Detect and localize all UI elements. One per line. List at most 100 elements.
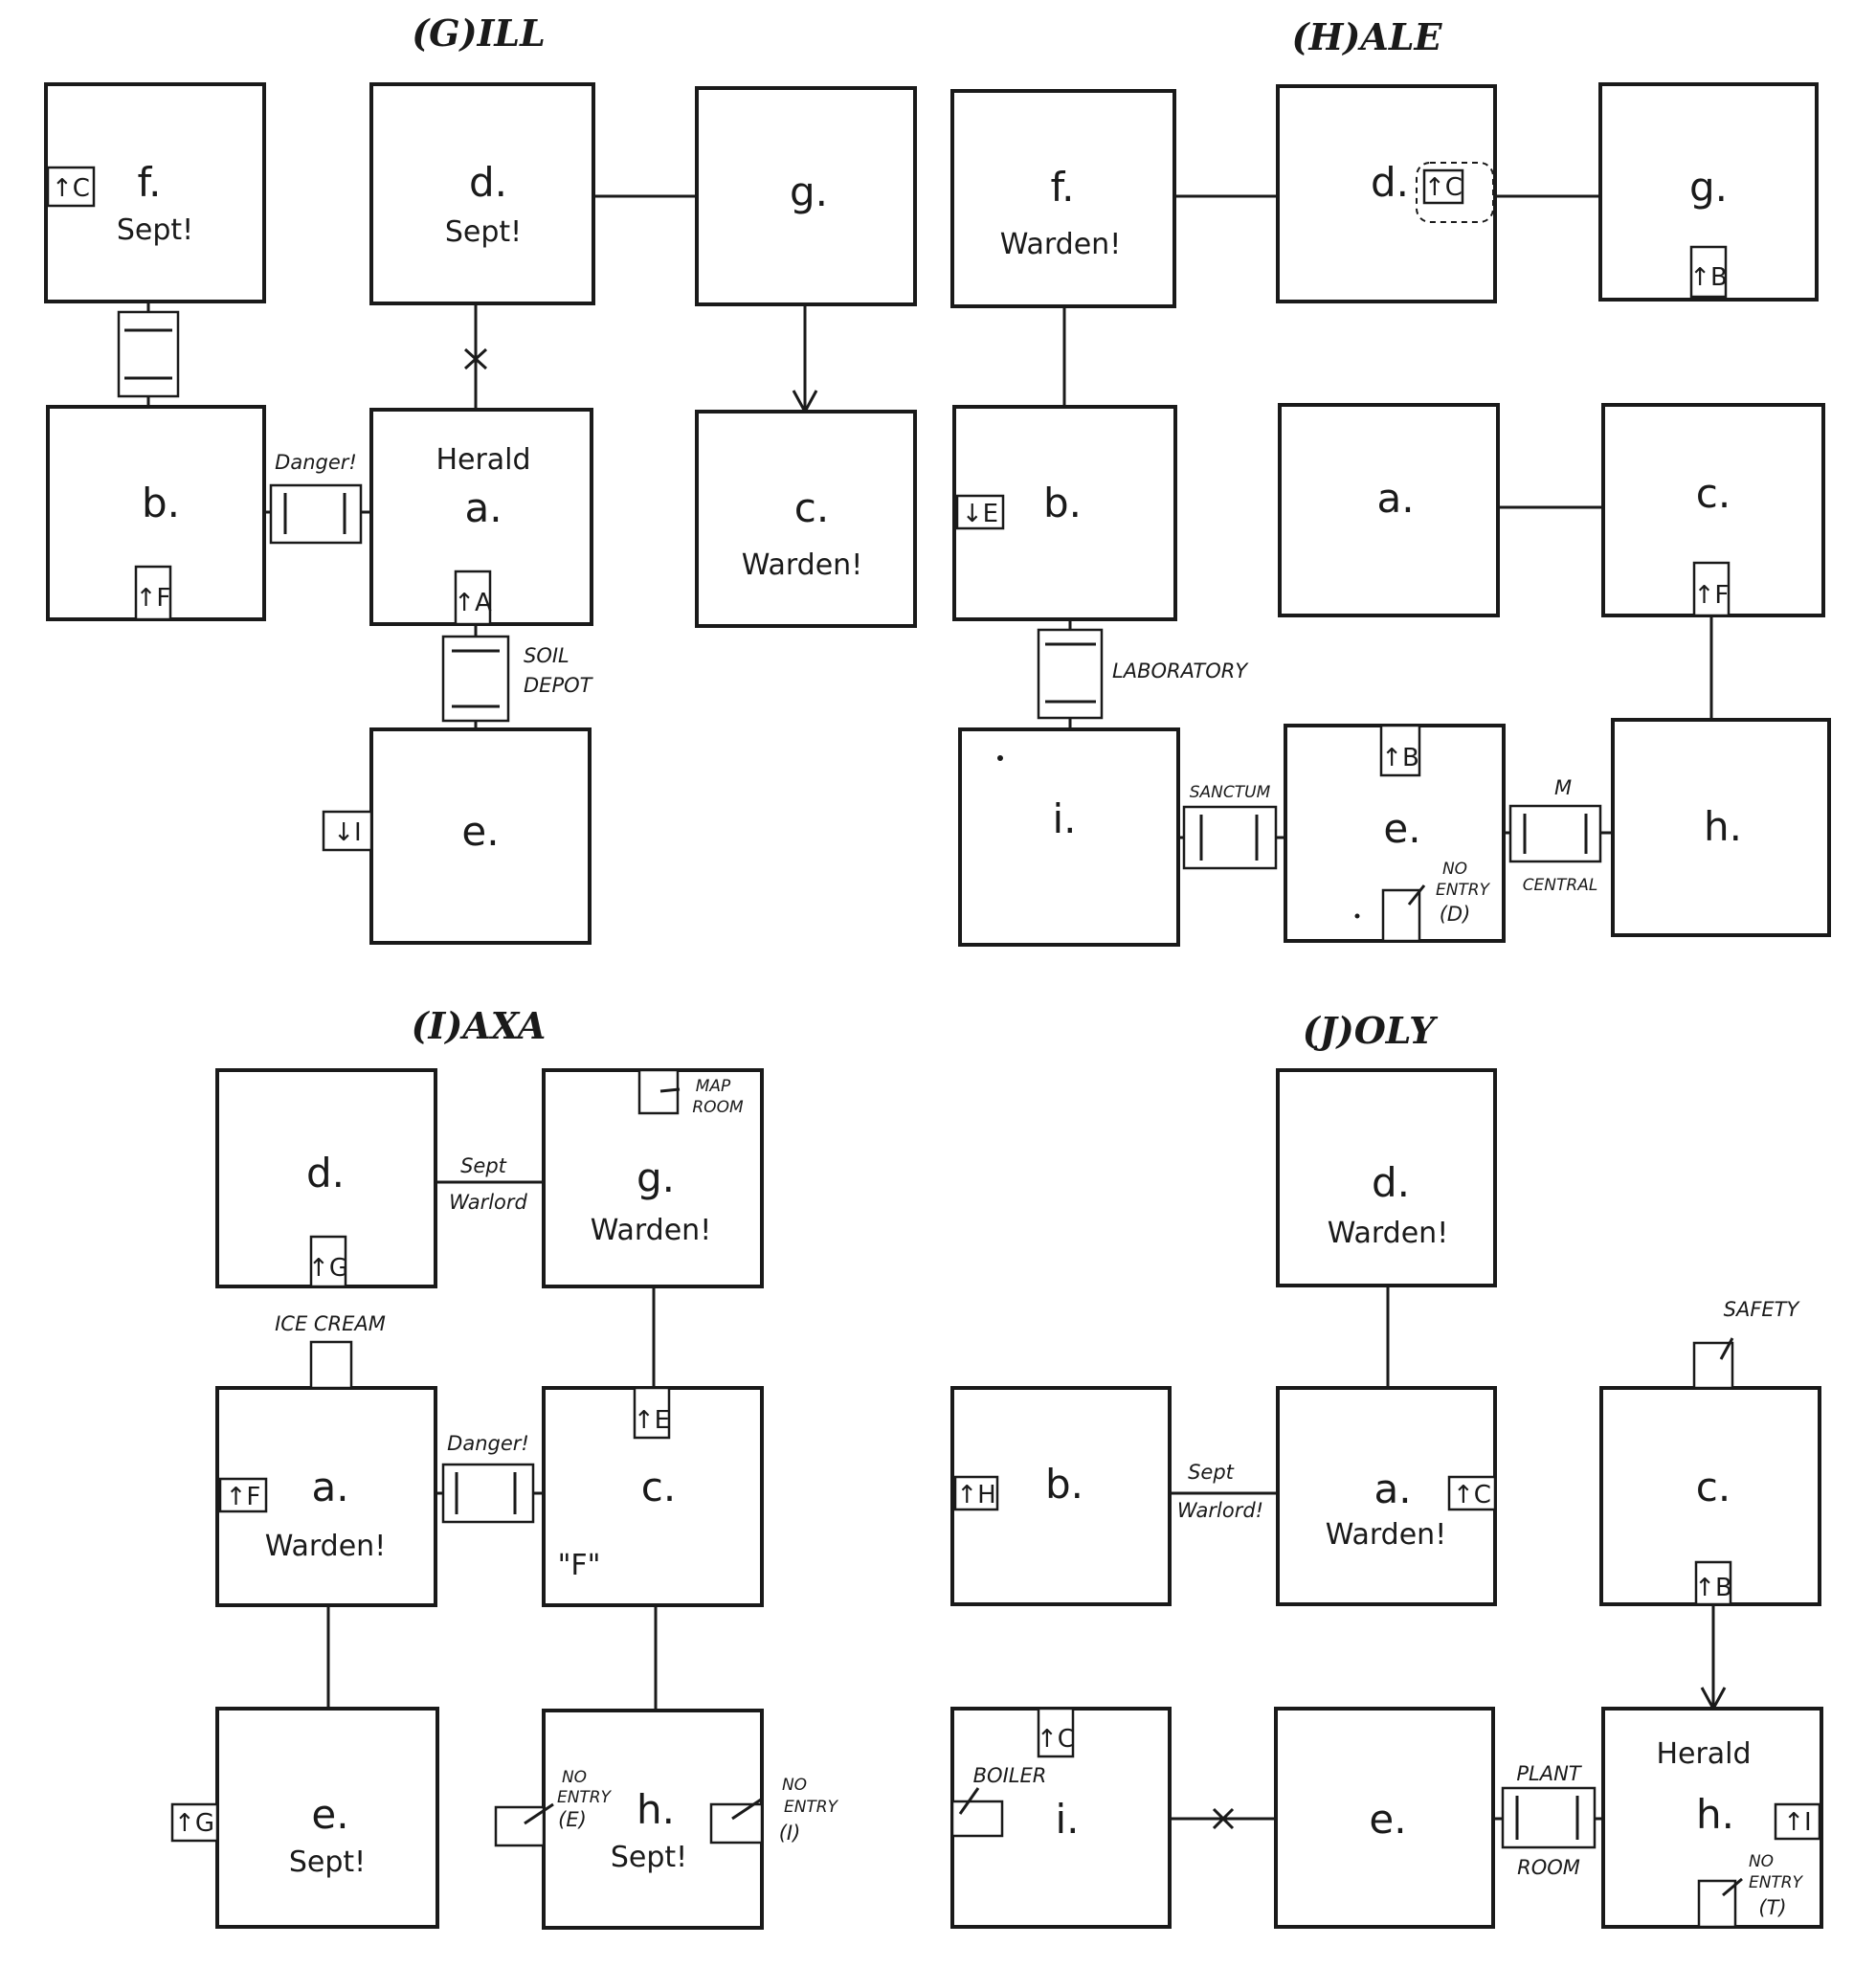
room-a	[1278, 403, 1500, 617]
room-c-note: "F"	[558, 1549, 601, 1582]
stair-tag-box	[1422, 168, 1464, 205]
room-c-letter: c.	[794, 484, 829, 531]
no-entry-label: NO	[1749, 1852, 1774, 1871]
room-a-letter: a.	[1376, 475, 1414, 522]
stair-tag-box	[1689, 245, 1728, 299]
room-e-letter: e.	[461, 808, 499, 855]
no-entry-door-i	[709, 1802, 764, 1845]
room-h	[1611, 718, 1831, 937]
room-i-stair-tag: ↑C	[1037, 1725, 1075, 1754]
pointer-line	[731, 1798, 762, 1821]
safety-label: SAFETY	[1724, 1298, 1801, 1321]
map-title: (G)ILL	[412, 11, 546, 55]
map-iaxa: (I)AXA d. ↑G MAP ROOM g. Warden! Sept Wa…	[170, 1004, 839, 1930]
central-label: CENTRAL	[1523, 876, 1598, 895]
room-a-note: Herald	[436, 443, 530, 477]
pointer-line	[958, 1787, 980, 1815]
room-c-letter: c.	[1696, 1464, 1731, 1510]
room-f-letter: f.	[1050, 164, 1074, 211]
map-title: (I)AXA	[412, 1004, 547, 1047]
stair-tag-box	[1774, 1802, 1821, 1841]
no-entry-label: NO	[562, 1768, 587, 1787]
room-f-stair-tag: ↑C	[52, 174, 90, 203]
warlord-label: Warlord	[449, 1191, 527, 1214]
room-a-letter: a.	[464, 484, 502, 531]
no-entry-code: (E)	[558, 1808, 587, 1831]
room-d-letter: d.	[1372, 1159, 1410, 1206]
map-title: (H)ALE	[1291, 15, 1442, 58]
room-h-letter: h.	[1704, 803, 1742, 850]
pointer-line	[659, 1087, 681, 1093]
m-label: M	[1554, 776, 1572, 799]
sanctum-label: SANCTUM	[1190, 783, 1271, 802]
stair-tag-box	[309, 1235, 347, 1288]
room-a-note: Warden!	[265, 1530, 386, 1563]
room-i-letter: i.	[1052, 795, 1076, 842]
stair-tag-box	[1379, 724, 1421, 777]
room-e-letter: e.	[311, 1791, 348, 1838]
map-room-label: ROOM	[692, 1098, 744, 1117]
room-e	[1274, 1707, 1495, 1929]
room-a-stair-tag: ↑F	[226, 1483, 261, 1511]
ice-cream-label: ICE CREAM	[275, 1312, 386, 1335]
stair-tag-box	[218, 1477, 268, 1513]
room-c-letter: c.	[1696, 470, 1731, 517]
plant-label: PLANT	[1516, 1762, 1582, 1785]
map-joly: (J)OLY d. Warden! b. ↑H Sept Warlord! a.…	[950, 1009, 1823, 1929]
room-e	[369, 727, 592, 945]
room-a-stair-tag: ↑A	[454, 589, 492, 617]
room-e-note: Sept!	[289, 1845, 366, 1879]
ice-cream-alcove	[309, 1340, 353, 1390]
no-entry-code: (I)	[779, 1822, 801, 1845]
stair-tag-box	[633, 1386, 671, 1440]
stair-tag-box	[170, 1802, 219, 1843]
no-entry-label: ENTRY	[1436, 881, 1491, 900]
depot-label: DEPOT	[524, 674, 594, 697]
pointer-line	[1719, 1337, 1734, 1360]
no-entry-label: ENTRY	[784, 1798, 839, 1817]
room-e-stair-tag: ↓I	[333, 818, 361, 847]
room-h-note: Sept!	[611, 1841, 687, 1874]
room-f-letter: f.	[137, 159, 161, 206]
soil-label: SOIL	[524, 644, 570, 667]
room-d-letter: d.	[469, 159, 507, 206]
room-f-note: Sept!	[117, 213, 193, 247]
room-c-stair-tag: ↑F	[1694, 581, 1730, 610]
room-h-note: Herald	[1656, 1737, 1751, 1771]
room-g-letter: g.	[790, 168, 828, 215]
room-d-stair-tag: ↑G	[308, 1254, 348, 1283]
room-h-stair-tag: ↑I	[1783, 1808, 1811, 1837]
dot-mark	[1354, 913, 1360, 919]
no-entry-label: ENTRY	[1749, 1873, 1804, 1892]
stair-tag-box	[454, 570, 492, 626]
room-d-letter: d.	[1371, 159, 1409, 206]
laboratory-label: LABORATORY	[1112, 660, 1249, 682]
room-d-note: Sept!	[445, 215, 522, 249]
no-entry-door-e	[494, 1805, 546, 1847]
room-d-note: Warden!	[1328, 1217, 1448, 1250]
map-hale: (H)ALE f. Warden! d. ↑C	[950, 15, 1831, 947]
room-h-letter: h.	[1696, 1791, 1734, 1838]
room-f-note: Warden!	[1000, 228, 1121, 261]
no-entry-label: ENTRY	[557, 1788, 613, 1807]
pointer-line	[1722, 1877, 1743, 1897]
room-c-stair-tag: ↑B	[1694, 1574, 1732, 1602]
stair-tag-box	[46, 166, 96, 208]
room-e	[215, 1707, 439, 1929]
stair-tag-box	[953, 1475, 999, 1511]
room-b-letter: b.	[1043, 480, 1082, 526]
sept-label: Sept	[460, 1154, 507, 1177]
no-entry-code: (T)	[1758, 1896, 1786, 1919]
room-b-stair-tag: ↓E	[962, 500, 998, 528]
no-entry-label: NO	[1442, 860, 1467, 879]
room-d	[1276, 1068, 1497, 1287]
blocked-mark	[1212, 1807, 1235, 1830]
room-d-letter: d.	[306, 1150, 345, 1196]
warlord-label: Warlord!	[1177, 1499, 1263, 1522]
blocked-mark	[463, 347, 488, 370]
map-room-label: MAP	[696, 1077, 731, 1096]
room-d	[369, 82, 595, 305]
stair-tag-box	[1447, 1475, 1497, 1511]
room-c-letter: c.	[641, 1464, 676, 1510]
